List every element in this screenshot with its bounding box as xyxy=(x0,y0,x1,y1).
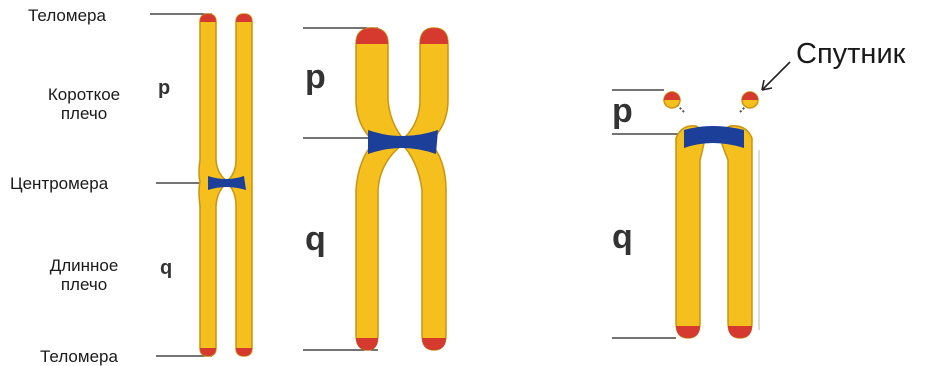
satellite-arrow xyxy=(762,62,790,90)
centromere-mark xyxy=(684,126,744,148)
left-chromatid xyxy=(676,126,706,338)
q-arm-label: q xyxy=(160,258,172,278)
p-arm-label: p xyxy=(305,60,326,94)
centromere-mark xyxy=(208,176,246,190)
telomere-cap xyxy=(422,338,446,350)
metacentric-chromosome xyxy=(150,14,252,356)
satellite-cap xyxy=(742,92,758,100)
telomere-cap xyxy=(676,326,700,338)
telomere-cap xyxy=(728,326,752,338)
satellite-label: Спутник xyxy=(796,40,905,69)
p-arm-label: p xyxy=(612,94,633,128)
telomere-top-label: Теломера xyxy=(28,7,106,24)
q-arm-label: q xyxy=(612,220,633,254)
telomere-bottom-label: Теломера xyxy=(40,348,118,365)
right-chromatid xyxy=(400,28,448,350)
centromere-mark xyxy=(368,130,438,154)
p-arm-label: p xyxy=(158,78,170,98)
left-chromatid xyxy=(356,28,406,350)
right-chromatid xyxy=(718,126,752,338)
long-arm-label: Длинное плечо xyxy=(28,257,140,294)
acrocentric-chromosome xyxy=(612,62,790,338)
centromere-label: Центромера xyxy=(10,175,108,192)
q-arm-label: q xyxy=(305,222,326,256)
satellite-cap xyxy=(664,92,680,100)
short-arm-label: Короткое плечо xyxy=(28,86,140,123)
